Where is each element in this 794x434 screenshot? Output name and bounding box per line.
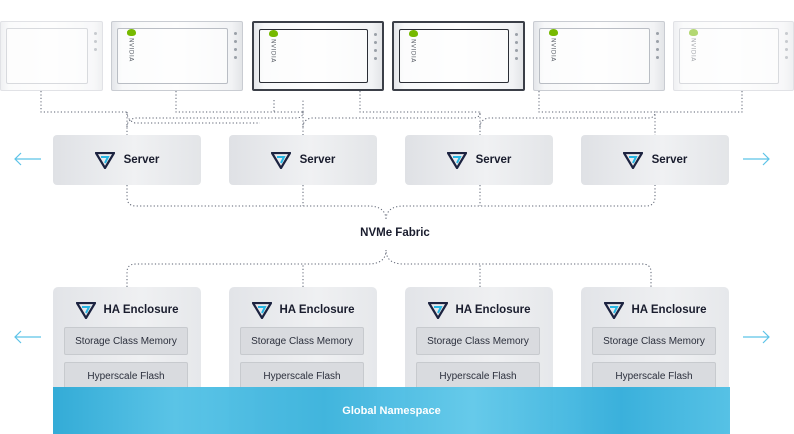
gpu-node-4: NVIDIA <box>392 21 525 91</box>
gpu-link-12 <box>126 111 260 124</box>
hyperscale-flash-tier: Hyperscale Flash <box>416 362 540 390</box>
server-label: Server <box>651 154 688 166</box>
gpu-link-1 <box>40 91 128 135</box>
enclosure-header: HA Enclosure <box>581 301 729 319</box>
nvidia-wordmark: NVIDIA <box>409 39 417 63</box>
status-leds <box>785 32 789 59</box>
server-card-3: Server <box>405 135 553 185</box>
nvme-fabric-label: NVMe Fabric <box>320 227 470 239</box>
nvidia-eye-icon <box>688 29 698 36</box>
nvidia-wordmark: NVIDIA <box>127 38 135 62</box>
nvidia-wordmark: NVIDIA <box>269 39 277 63</box>
enclosure-header: HA Enclosure <box>229 301 377 319</box>
vast-v-logo-icon <box>603 301 624 319</box>
nvidia-badge: NVIDIA <box>547 29 559 81</box>
gpu-node-bay <box>679 28 779 84</box>
storage-class-memory-tier: Storage Class Memory <box>240 327 364 355</box>
hyperscale-flash-tier: Hyperscale Flash <box>240 362 364 390</box>
gpu-node-bay <box>6 28 88 84</box>
gpu-link-5 <box>126 111 304 128</box>
fabric-enclosure-link <box>126 249 652 287</box>
enclosure-label: HA Enclosure <box>631 304 707 316</box>
arrow-right-icon <box>743 152 770 166</box>
arrow-right-icon <box>743 330 770 344</box>
gpu-node-bay <box>117 28 228 84</box>
enclosure-header: HA Enclosure <box>53 301 201 319</box>
nvidia-badge: NVIDIA <box>267 30 279 82</box>
gpu-node-bay <box>539 28 650 84</box>
vast-v-logo-icon <box>270 151 291 169</box>
nvidia-eye-icon <box>126 29 136 36</box>
gpu-node-5: NVIDIA <box>533 21 665 91</box>
nvidia-badge: NVIDIA <box>125 29 137 81</box>
gpu-node-6: NVIDIA <box>673 21 794 91</box>
status-leds <box>515 33 519 60</box>
vast-v-logo-icon <box>427 301 448 319</box>
gpu-node-bay <box>259 29 368 83</box>
server-label: Server <box>299 154 336 166</box>
server-card-1: Server <box>53 135 201 185</box>
status-leds <box>234 32 238 59</box>
nvidia-eye-icon <box>268 30 278 37</box>
server-card-2: Server <box>229 135 377 185</box>
enclosure-label: HA Enclosure <box>103 304 179 316</box>
server-card-4: Server <box>581 135 729 185</box>
gpu-node-3: NVIDIA <box>252 21 384 91</box>
arrow-left-icon <box>14 330 41 344</box>
gpu-link-2 <box>175 91 304 135</box>
storage-class-memory-tier: Storage Class Memory <box>416 327 540 355</box>
gpu-node-2: NVIDIA <box>111 21 243 91</box>
vast-v-logo-icon <box>622 151 643 169</box>
enclosure-label: HA Enclosure <box>279 304 355 316</box>
nvidia-badge: NVIDIA <box>687 29 699 81</box>
server-label: Server <box>475 154 512 166</box>
enclosure-header: HA Enclosure <box>405 301 553 319</box>
status-leds <box>374 33 378 60</box>
hyperscale-flash-tier: Hyperscale Flash <box>64 362 188 390</box>
hyperscale-flash-tier: Hyperscale Flash <box>592 362 716 390</box>
gpu-node-bay <box>399 29 509 83</box>
vast-v-logo-icon <box>75 301 96 319</box>
nvidia-badge: NVIDIA <box>407 30 419 82</box>
nvidia-wordmark: NVIDIA <box>549 38 557 62</box>
arrow-left-icon <box>14 152 41 166</box>
enclosure-label: HA Enclosure <box>455 304 531 316</box>
status-leds <box>94 32 98 51</box>
gpu-link-10 <box>655 91 743 113</box>
gpu-link-9 <box>538 91 656 135</box>
nvidia-wordmark: NVIDIA <box>689 38 697 62</box>
gpu-link-8 <box>359 91 481 135</box>
server-fabric-link <box>126 185 656 221</box>
nvidia-eye-icon <box>408 30 418 37</box>
vast-v-logo-icon <box>446 151 467 169</box>
nvidia-eye-icon <box>548 29 558 36</box>
server-label: Server <box>123 154 160 166</box>
gpu-link-6 <box>302 111 481 128</box>
storage-class-memory-tier: Storage Class Memory <box>592 327 716 355</box>
status-leds <box>656 32 660 59</box>
gpu-link-7 <box>479 111 656 128</box>
gpu-node-1 <box>0 21 103 91</box>
vast-v-logo-icon <box>94 151 115 169</box>
storage-class-memory-tier: Storage Class Memory <box>64 327 188 355</box>
global-namespace-band: Global Namespace <box>53 387 730 434</box>
global-namespace-label: Global Namespace <box>342 404 441 417</box>
vast-v-logo-icon <box>251 301 272 319</box>
